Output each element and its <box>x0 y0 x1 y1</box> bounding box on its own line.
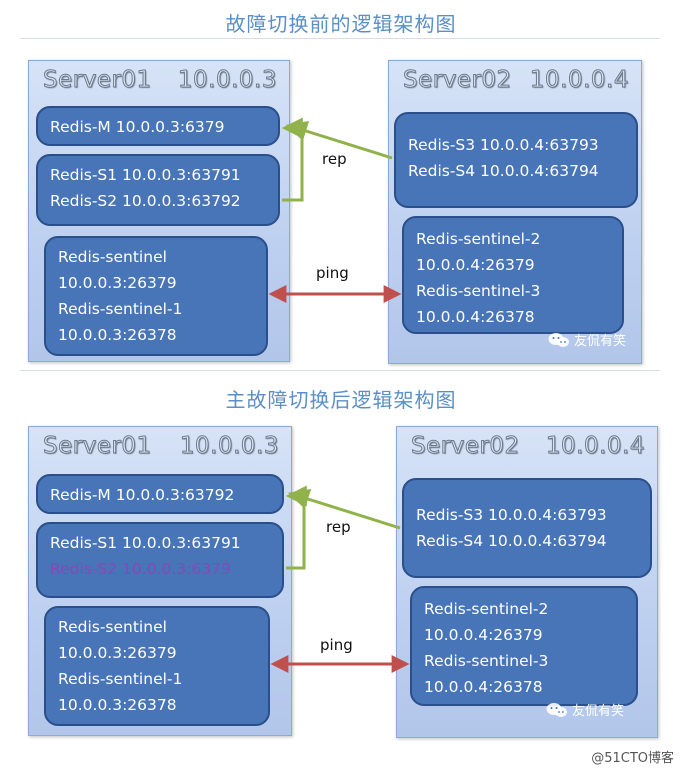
box-line: Redis-S1 10.0.0.3:63791 <box>50 166 241 184</box>
ping-label-after: ping <box>320 636 353 654</box>
server-name: Server01 <box>43 67 152 94</box>
sentinel-box-server02-before: Redis-sentinel-2 10.0.0.4:26379 Redis-se… <box>402 216 624 334</box>
server-name: Server02 <box>411 433 520 460</box>
box-line: Redis-sentinel-3 <box>424 652 549 670</box>
footer-watermark: @51CTO博客 <box>591 751 674 766</box>
server-ip: 10.0.0.4 <box>529 67 629 94</box>
box-line: Redis-M 10.0.0.3:6379 <box>50 118 225 136</box>
box-line: Redis-S4 10.0.0.4:63794 <box>408 162 599 180</box>
box-line: Redis-M 10.0.0.3:63792 <box>50 486 235 504</box>
box-line: Redis-S2 10.0.0.3:63792 <box>50 192 241 210</box>
before-title: 故障切换前的逻辑架构图 <box>225 12 457 36</box>
sentinel-box-server01-after: Redis-sentinel 10.0.0.3:26379 Redis-sent… <box>44 606 270 726</box>
server02-header: Server02 10.0.0.4 <box>411 433 645 460</box>
redis-slaves-box-server02-after: Redis-S3 10.0.0.4:63793 Redis-S4 10.0.0.… <box>402 478 652 578</box>
rep-label-after: rep <box>326 518 351 536</box>
server-ip: 10.0.0.3 <box>179 433 279 460</box>
rep-label-before: rep <box>322 150 347 168</box>
box-line: 10.0.0.3:26379 <box>58 644 177 662</box>
server01-header: Server01 10.0.0.3 <box>43 67 277 94</box>
watermark-after: 友侃有笑 <box>546 700 624 719</box>
server01-header: Server01 10.0.0.3 <box>43 433 279 460</box>
box-line: Redis-S4 10.0.0.4:63794 <box>416 532 607 550</box>
box-line: Redis-sentinel-1 <box>58 670 183 688</box>
server-ip: 10.0.0.3 <box>177 67 277 94</box>
server-name: Server02 <box>403 67 512 94</box>
redis-slaves-box-server02-before: Redis-S3 10.0.0.4:63793 Redis-S4 10.0.0.… <box>394 112 638 208</box>
box-line: 10.0.0.4:26379 <box>416 256 535 274</box>
watermark-text: 友侃有笑 <box>572 704 625 719</box>
box-line: 10.0.0.3:26378 <box>58 696 177 714</box>
box-line: Redis-sentinel <box>58 618 167 636</box>
sentinel-box-server02-after: Redis-sentinel-2 10.0.0.4:26379 Redis-se… <box>410 586 638 706</box>
redis-master-box-after: Redis-M 10.0.0.3:63792 <box>36 474 284 514</box>
box-line: Redis-sentinel-2 <box>416 230 541 248</box>
server-name: Server01 <box>43 433 152 460</box>
box-line: Redis-S3 10.0.0.4:63793 <box>408 136 599 154</box>
box-line: Redis-sentinel-1 <box>58 300 183 318</box>
watermark-before: 友侃有笑 <box>548 330 626 349</box>
box-line: 10.0.0.3:26379 <box>58 274 177 292</box>
wechat-icon <box>546 702 567 717</box>
box-line: 10.0.0.4:26378 <box>424 678 543 696</box>
redis-slaves-box-before: Redis-S1 10.0.0.3:63791 Redis-S2 10.0.0.… <box>36 154 280 226</box>
box-line: Redis-S1 10.0.0.3:63791 <box>50 534 241 552</box>
panel-divider-mid <box>20 370 660 372</box>
redis-master-box-before: Redis-M 10.0.0.3:6379 <box>36 106 280 146</box>
redis-slaves-box-after: Redis-S1 10.0.0.3:63791 Redis-S2 10.0.0.… <box>36 522 284 598</box>
server02-header: Server02 10.0.0.4 <box>403 67 629 94</box>
sentinel-box-server01-before: Redis-sentinel 10.0.0.3:26379 Redis-sent… <box>44 236 268 356</box>
box-line: 10.0.0.4:26378 <box>416 308 535 326</box>
server-ip: 10.0.0.4 <box>545 433 645 460</box>
box-line: 10.0.0.4:26379 <box>424 626 543 644</box>
box-line: Redis-sentinel-2 <box>424 600 549 618</box>
after-title: 主故障切换后逻辑架构图 <box>225 388 457 412</box>
box-line: Redis-sentinel-3 <box>416 282 541 300</box>
wechat-icon <box>548 332 569 347</box>
box-line: 10.0.0.3:26378 <box>58 326 177 344</box>
ping-label-before: ping <box>316 264 349 282</box>
box-line: Redis-S3 10.0.0.4:63793 <box>416 506 607 524</box>
panel-divider-top <box>20 38 660 40</box>
box-line: Redis-sentinel <box>58 248 167 266</box>
box-line-promoted: Redis-S2 10.0.0.3:6379 <box>50 560 231 578</box>
watermark-text: 友侃有笑 <box>574 334 627 349</box>
